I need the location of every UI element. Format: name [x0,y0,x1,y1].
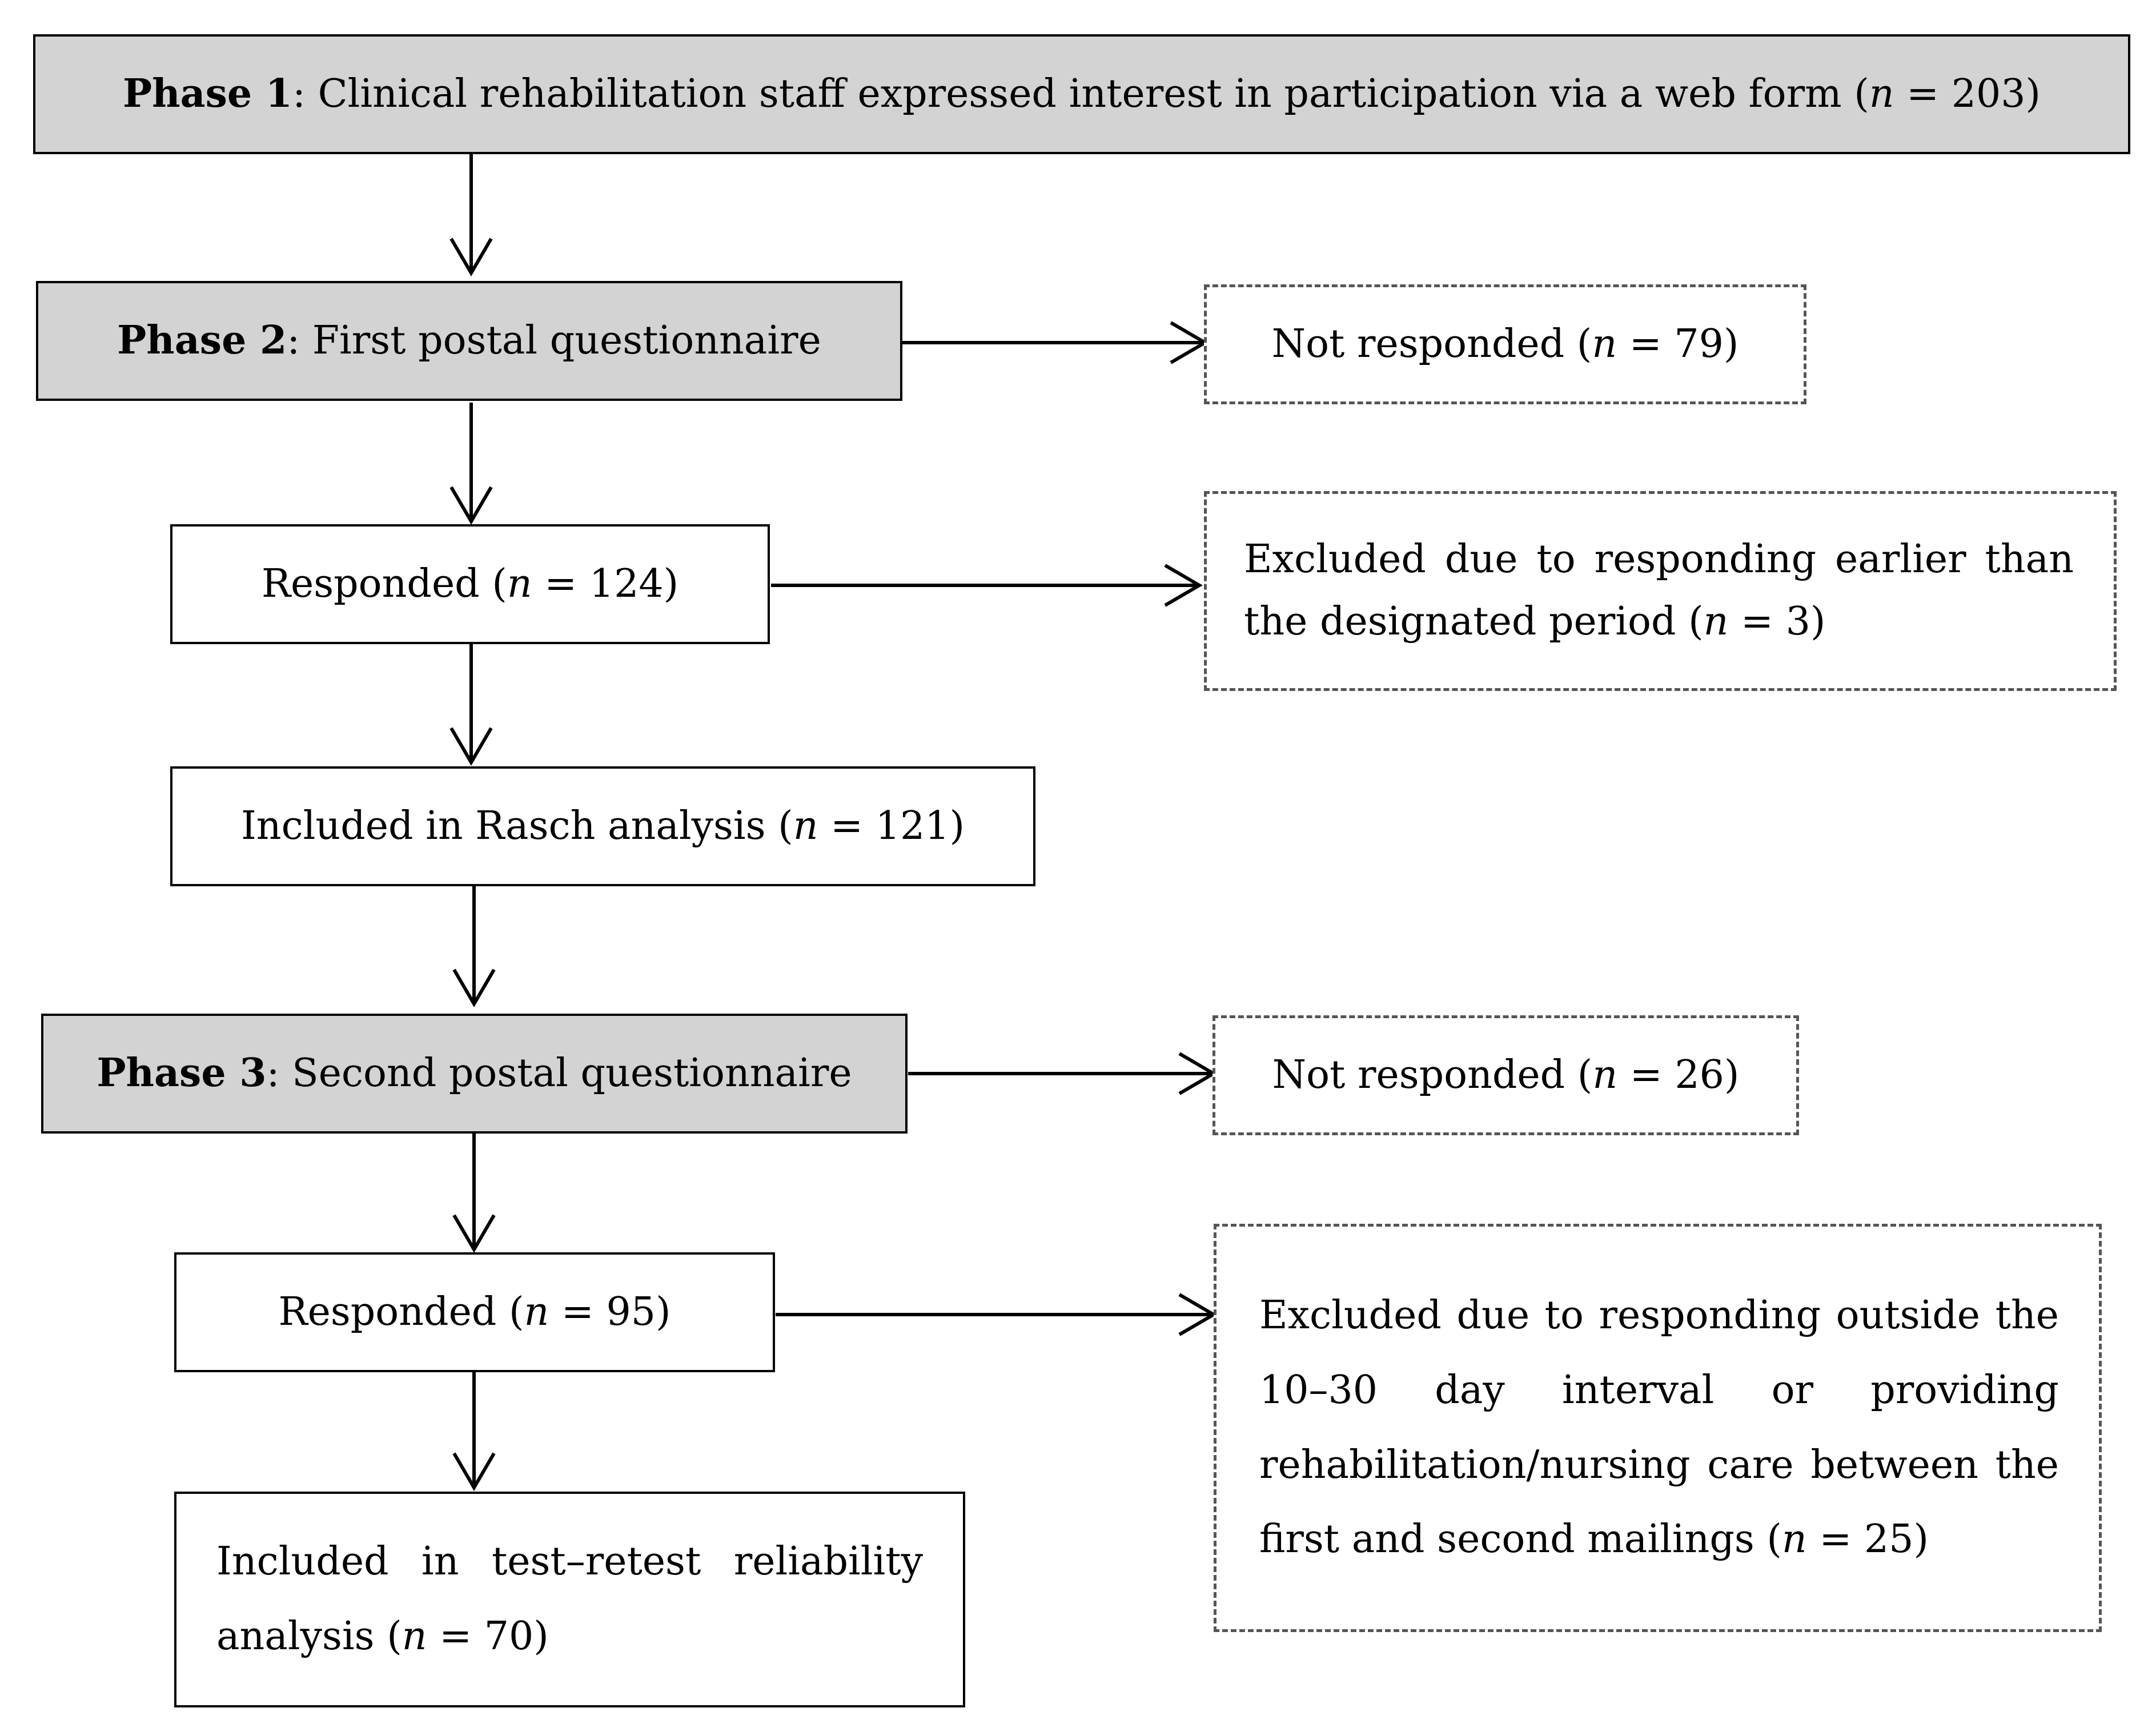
phase3-description: : Second postal questionnaire [266,1051,852,1096]
phase3-box: Phase 3: Second postal questionnaire [41,1014,908,1134]
responded-2-box: Responded (n = 95) [174,1252,775,1372]
phase2-description: : First postal questionnaire [287,318,821,364]
phase1-count: = 203) [1894,71,2041,117]
responded-1-box: Responded (n = 124) [170,524,770,644]
phase3-text: Phase 3: Second postal questionnaire [97,1042,852,1105]
arrow-rasch-to-phase3 [452,885,496,1007]
excluded-1-count: = 3) [1728,599,1826,644]
excluded-1-label: Excluded due to responding earlier than … [1244,537,2074,644]
rasch-analysis-count: = 121) [818,803,965,849]
test-retest-label: Included in test–retest reliability anal… [216,1539,923,1659]
not-responded-1-n-symbol: n [1592,321,1617,367]
responded-2-text: Responded (n = 95) [278,1281,671,1344]
test-retest-n-symbol: n [402,1614,427,1659]
test-retest-text: Included in test–retest reliability anal… [216,1525,923,1674]
arrow-responded2-to-excluded2 [776,1293,1217,1336]
test-retest-count: = 70) [427,1614,549,1659]
arrow-responded1-to-rasch [449,644,493,766]
arrow-responded2-to-retest [452,1369,496,1491]
rasch-analysis-n-symbol: n [793,803,818,849]
not-responded-1-box: Not responded (n = 79) [1204,284,1806,404]
phase2-label: Phase 2 [117,318,287,364]
arrow-phase1-to-phase2 [449,154,493,276]
excluded-1-box: Excluded due to responding earlier than … [1204,491,2117,691]
excluded-2-text: Excluded due to responding outside the 1… [1259,1279,2059,1577]
excluded-1-n-symbol: n [1703,599,1729,644]
responded-2-count: = 95) [549,1289,671,1335]
arrow-phase3-to-responded2 [452,1131,496,1253]
rasch-analysis-text: Included in Rasch analysis (n = 121) [241,795,965,858]
phase1-label: Phase 1 [122,71,293,117]
phase2-box: Phase 2: First postal questionnaire [36,281,902,401]
responded-1-label: Responded ( [261,561,507,606]
not-responded-1-count: = 79) [1617,321,1739,367]
responded-1-n-symbol: n [507,561,532,606]
responded-1-text: Responded (n = 124) [262,553,678,616]
phase1-box: Phase 1: Clinical rehabilitation staff e… [33,34,2130,154]
not-responded-2-count: = 26) [1617,1052,1740,1098]
not-responded-2-text: Not responded (n = 26) [1272,1044,1740,1107]
not-responded-2-n-symbol: n [1592,1052,1618,1098]
excluded-2-n-symbol: n [1781,1517,1807,1562]
responded-1-count: = 124) [532,561,679,606]
arrow-phase3-to-not-responded2 [908,1052,1217,1095]
arrow-phase2-to-responded1 [449,403,493,525]
excluded-2-box: Excluded due to responding outside the 1… [1214,1224,2102,1632]
phase1-description: : Clinical rehabilitation staff expresse… [292,71,1869,117]
arrow-phase2-to-not-responded1 [902,321,1209,364]
phase2-text: Phase 2: First postal questionnaire [117,310,821,372]
not-responded-2-label: Not responded ( [1272,1052,1593,1098]
phase1-text: Phase 1: Clinical rehabilitation staff e… [123,63,2041,126]
phase3-label: Phase 3 [97,1050,267,1096]
excluded-2-count: = 25) [1806,1517,1929,1562]
rasch-analysis-label: Included in Rasch analysis ( [240,803,793,849]
responded-2-n-symbol: n [524,1289,549,1335]
not-responded-2-box: Not responded (n = 26) [1213,1015,1799,1135]
not-responded-1-label: Not responded ( [1271,321,1592,367]
excluded-2-label: Excluded due to responding outside the 1… [1259,1293,2059,1562]
rasch-analysis-box: Included in Rasch analysis (n = 121) [170,766,1035,886]
not-responded-1-text: Not responded (n = 79) [1272,314,1739,376]
phase1-n-symbol: n [1869,71,1894,117]
responded-2-label: Responded ( [278,1289,524,1335]
arrow-responded1-to-excluded1 [771,564,1203,607]
excluded-1-text: Excluded due to responding earlier than … [1244,529,2074,653]
test-retest-box: Included in test–retest reliability anal… [174,1492,965,1707]
